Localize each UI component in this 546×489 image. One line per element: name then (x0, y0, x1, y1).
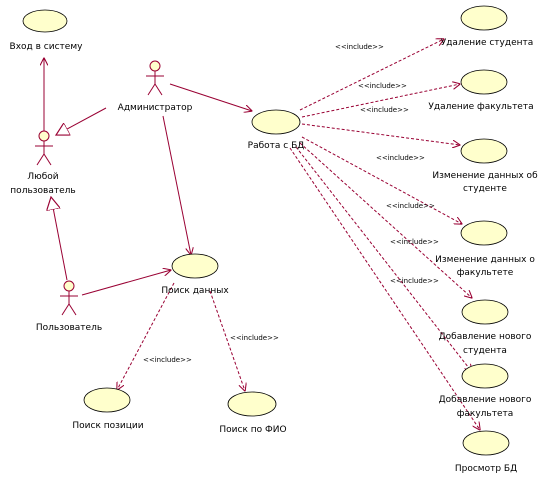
include-label: <<include>> (358, 82, 407, 90)
actor-any-user[interactable] (35, 130, 53, 166)
connections (44, 39, 480, 430)
assoc-admin-work-db (169, 83, 252, 111)
include-add-faculty (295, 146, 472, 372)
include-label: <<include>> (143, 356, 192, 364)
actor-user[interactable] (60, 280, 78, 316)
usecase-edit-faculty-label: Изменение данных о (435, 255, 535, 265)
usecase-add-student[interactable] (461, 299, 509, 325)
usecase-search[interactable] (171, 253, 219, 279)
usecase-view-db[interactable] (462, 430, 510, 456)
usecase-add-faculty-label: факультета (457, 409, 514, 419)
actor-any-user-label: Любой (27, 172, 58, 182)
usecase-search-pos[interactable] (83, 387, 131, 413)
usecase-login-label: Вход в систему (10, 42, 84, 52)
include-edit-faculty (301, 136, 462, 224)
actor-user-label: Пользователь (36, 323, 102, 333)
include-label: <<include>> (230, 334, 279, 342)
assoc-user-search (81, 270, 171, 296)
usecase-add-student-label: студента (463, 346, 507, 356)
usecase-add-student-label: Добавление нового (439, 332, 532, 342)
actor-any-user-label: пользователь (10, 186, 75, 196)
usecase-edit-faculty-label: факультете (457, 268, 514, 278)
usecase-work-db-label: Работа с БД (248, 141, 305, 151)
usecase-del-faculty-label: Удаление факультета (428, 102, 533, 112)
actor-admin[interactable] (146, 60, 164, 96)
include-del-faculty (301, 84, 460, 118)
usecase-search-label: Поиск данных (161, 286, 229, 296)
assoc-admin-search (162, 115, 191, 255)
usecase-view-db-label: Просмотр БД (455, 464, 517, 474)
include-edit-student (301, 123, 460, 145)
usecase-edit-faculty[interactable] (460, 220, 508, 246)
include-search-pos (117, 282, 175, 390)
actor-admin-label: Администратор (118, 103, 193, 113)
usecase-edit-student-label: Изменение данных об (432, 171, 538, 181)
include-label: <<include>> (376, 154, 425, 162)
generalization-user-any-user (51, 197, 68, 281)
include-label: <<include>> (335, 43, 384, 51)
include-search-fio (209, 290, 245, 391)
include-label: <<include>> (386, 202, 435, 210)
usecase-search-pos-label: Поиск позиции (72, 421, 143, 431)
usecase-work-db[interactable] (251, 109, 301, 135)
usecase-add-faculty-label: Добавление нового (439, 395, 532, 405)
usecase-search-fio-label: Поиск по ФИО (219, 425, 286, 435)
usecase-del-student-label: Удаление студента (441, 38, 534, 48)
generalization-admin-any-user (56, 107, 107, 135)
usecase-add-faculty[interactable] (461, 363, 509, 389)
actor-head-icon (38, 130, 50, 142)
include-label: <<include>> (390, 277, 439, 285)
include-view-db (289, 147, 480, 430)
usecase-edit-student[interactable] (460, 138, 508, 164)
actor-head-icon (149, 60, 161, 72)
include-add-student (299, 142, 472, 298)
include-label: <<include>> (390, 238, 439, 246)
include-labels: <<include>> <<include>> <<include>> <<in… (143, 43, 439, 364)
actor-head-icon (63, 280, 75, 292)
usecase-del-faculty[interactable] (460, 69, 508, 95)
include-del-student (299, 39, 444, 111)
usecase-edit-student-label: студенте (463, 184, 507, 194)
include-label: <<include>> (360, 106, 409, 114)
usecase-del-student[interactable] (460, 5, 508, 31)
usecase-login[interactable] (22, 9, 68, 33)
usecase-search-fio[interactable] (227, 391, 277, 417)
